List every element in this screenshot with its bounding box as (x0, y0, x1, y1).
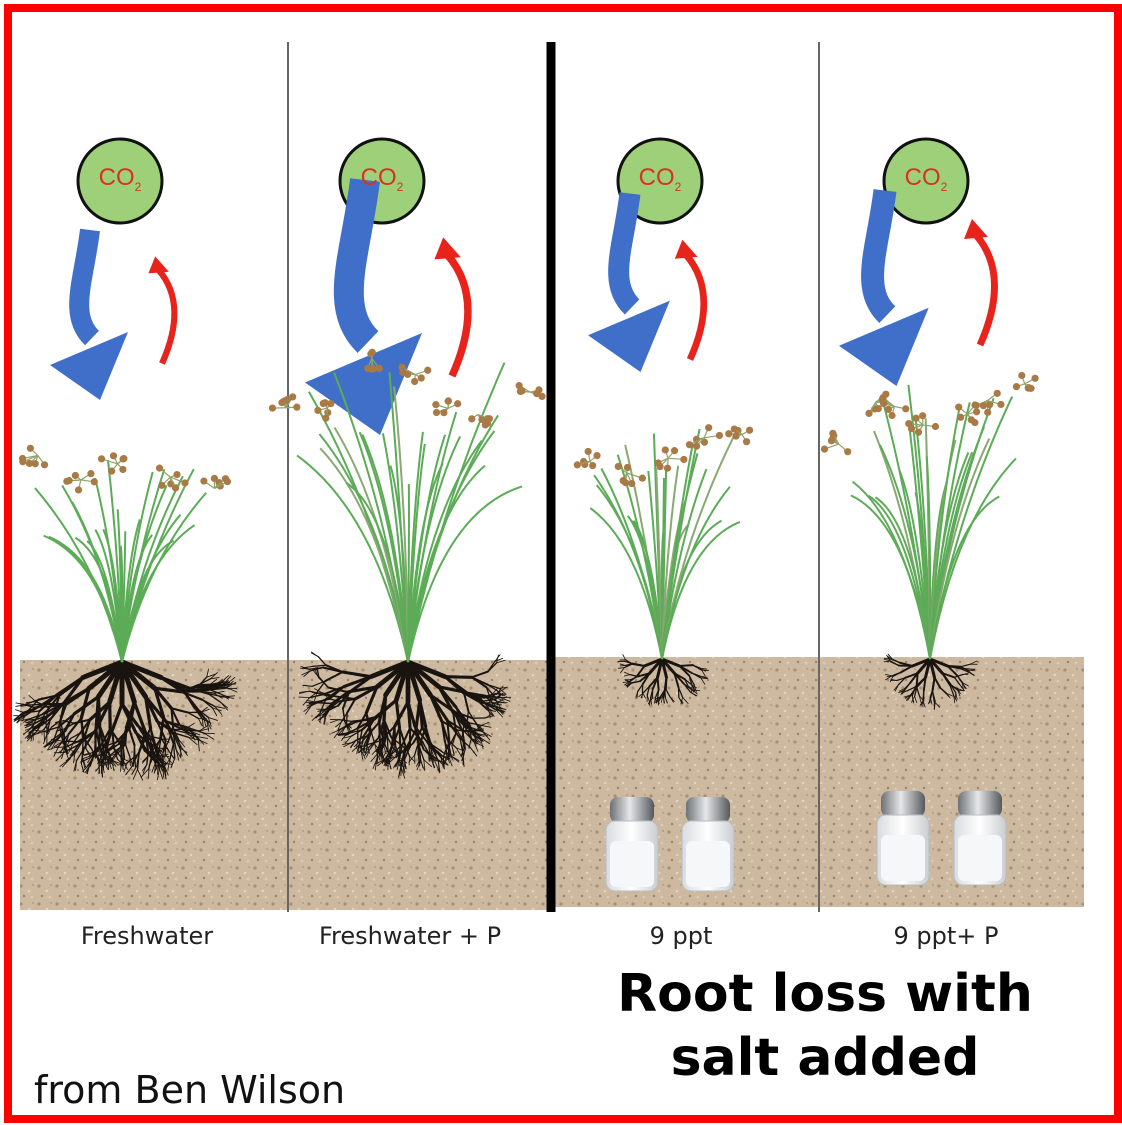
co2-uptake-arrow-icon (619, 194, 632, 307)
co2-release-arrowhead-icon (148, 256, 168, 273)
salt-shaker-icon (954, 791, 1006, 885)
flower-cluster-icon (1013, 372, 1039, 392)
flower-cluster-icon (615, 463, 646, 487)
grass-plant-icon (297, 363, 522, 662)
flower-cluster-icon (655, 446, 688, 471)
flower-cluster-icon (821, 430, 851, 456)
flower-cluster-icon (98, 452, 128, 474)
co2-badge: CO2 (902, 164, 950, 194)
salt-shaker-icon (682, 797, 734, 891)
flower-cluster-icon (432, 397, 461, 416)
co2-release-arrow-icon (159, 270, 175, 364)
caption-line-2: salt added (605, 1026, 1045, 1090)
co2-uptake-arrow-icon (79, 230, 92, 338)
flower-cluster-icon (879, 394, 909, 419)
flower-cluster-icon (516, 382, 546, 400)
credit-text: from Ben Wilson (34, 1068, 345, 1112)
flower-cluster-icon (398, 364, 431, 385)
soil-panel-freshwater (20, 660, 288, 910)
co2-badge: CO2 (96, 164, 144, 194)
co2-uptake-arrowhead-icon (50, 332, 128, 400)
grass-plant-icon (590, 429, 740, 659)
co2-release-arrow-icon (976, 235, 995, 345)
co2-uptake-arrow-icon (873, 191, 888, 315)
panel-label-9ppt: 9 ppt (561, 922, 801, 950)
co2-release-arrow-icon (686, 255, 704, 360)
flower-cluster-icon (314, 399, 334, 422)
co2-release-arrowhead-icon (964, 219, 988, 239)
panel-label-9ppt-p: 9 ppt+ P (826, 922, 1066, 950)
flower-cluster-icon (725, 425, 753, 445)
flower-cluster-icon (269, 393, 301, 411)
co2-badge: CO2 (636, 164, 684, 194)
salt-shaker-icon (877, 791, 929, 885)
flower-cluster-icon (200, 475, 231, 490)
panel-label-freshwater: Freshwater (27, 922, 267, 950)
co2-release-arrowhead-icon (675, 240, 698, 259)
co2-release-arrowhead-icon (434, 237, 460, 259)
root-loss-caption: Root loss with salt added (605, 962, 1045, 1090)
flower-cluster-icon (19, 445, 48, 469)
caption-line-1: Root loss with (605, 962, 1045, 1026)
salt-shaker-icon (606, 797, 658, 891)
flower-cluster-icon (686, 424, 723, 450)
co2-uptake-arrowhead-icon (588, 301, 670, 372)
flower-cluster-icon (574, 448, 601, 469)
soil-panel-9ppt-p (819, 657, 1084, 907)
flower-cluster-icon (63, 470, 98, 493)
co2-release-arrow-icon (448, 255, 468, 376)
co2-badge: CO2 (358, 164, 406, 194)
co2-uptake-arrowhead-icon (839, 308, 929, 386)
grass-plant-icon (35, 460, 206, 662)
panel-label-freshwater-p: Freshwater + P (290, 922, 530, 950)
flower-cluster-icon (468, 415, 493, 429)
co2-uptake-arrow-icon (349, 180, 368, 342)
